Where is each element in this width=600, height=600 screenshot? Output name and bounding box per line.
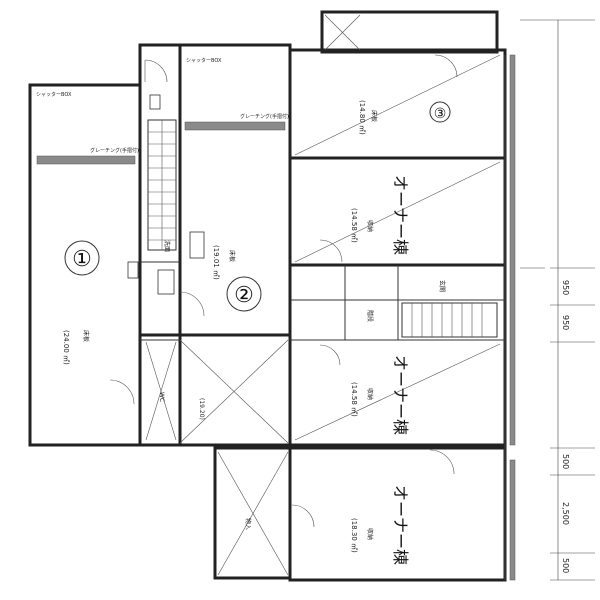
fixture-box — [189, 231, 205, 259]
room-1-marker: ① — [64, 240, 100, 276]
fixture-box — [157, 269, 175, 295]
toilet-tag: WC — [158, 392, 165, 402]
storage-tag-2: 収納 — [366, 388, 374, 400]
dim-950-a: 950 — [561, 280, 570, 295]
door-swings — [109, 54, 458, 528]
dim-2500: 2,500 — [561, 502, 570, 525]
balcony-rail — [509, 54, 516, 446]
stair-right — [401, 302, 498, 338]
storage-tag-3: 収納 — [366, 528, 374, 540]
svg-text:③: ③ — [434, 106, 447, 122]
area-label-d: (18.30 ㎡) — [350, 518, 358, 553]
fixture-box — [149, 94, 161, 110]
dim-500-b: 500 — [561, 558, 570, 573]
note-shutter-top: シャッターBOX — [186, 57, 222, 64]
dim-950-b: 950 — [561, 315, 570, 330]
dim-500-a: 500 — [561, 454, 570, 469]
top-closet-wall — [320, 10, 499, 54]
room-1-tag: 床板 — [82, 330, 90, 342]
stair-tag: 階段 — [366, 310, 374, 322]
room-3-marker: ③ — [429, 101, 451, 123]
wash-tag: 洗面 — [163, 240, 171, 252]
area-label-a: (14.58 ㎡) — [350, 208, 358, 243]
area-label-c: (14.58 ㎡) — [350, 382, 358, 417]
room3-diag — [294, 54, 501, 441]
dimension-lines — [520, 19, 595, 581]
area-label-room-1: (24.00 ㎡) — [62, 330, 70, 365]
area-label-room-3: (14.80 ㎡) — [358, 100, 366, 135]
area-label-room-2: (19.01 ㎡) — [212, 245, 220, 280]
note-drainage-left: グレーチング(手摺付) — [90, 147, 139, 154]
area-label-e: (19.20) — [198, 398, 205, 420]
room-2-tag: 床板 — [228, 250, 236, 262]
room-2-marker: ② — [226, 276, 262, 312]
drainage-grating-mid — [184, 121, 286, 131]
void-cross — [145, 339, 289, 444]
owner-bldg-label-2: オーナー棟 — [391, 355, 410, 435]
note-shutter-left: シャッターBOX — [36, 91, 72, 98]
owner-bldg-label-3: オーナー棟 — [391, 485, 410, 565]
stair-central — [147, 119, 177, 251]
void-cross-annex — [217, 451, 289, 576]
svg-text:②: ② — [234, 283, 254, 308]
storage-tag: 収納 — [366, 220, 374, 232]
balcony-rail — [509, 459, 516, 581]
note-drainage-mid: グレーチング(手摺付) — [240, 113, 289, 120]
svg-text:①: ① — [72, 247, 92, 272]
entry-tag: 玄関 — [438, 280, 446, 292]
drainage-grating-left — [36, 155, 136, 165]
fixture-box — [127, 261, 139, 279]
room-3-tag: 床板 — [370, 110, 378, 122]
top-closet-cross — [324, 14, 361, 51]
lower-mid-wall — [138, 333, 292, 447]
owner-bldg-label-1: オーナー棟 — [391, 175, 410, 255]
storage-tag-4: 物入 — [244, 518, 252, 530]
